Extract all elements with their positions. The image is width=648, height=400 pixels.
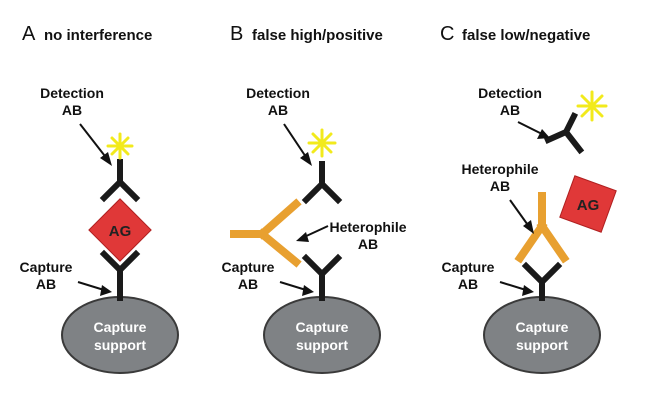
capture-support-c-label-1: Capture bbox=[516, 319, 569, 335]
detection-arrow-c bbox=[517, 121, 543, 135]
capture-label-c-1: Capture bbox=[442, 259, 495, 275]
capture-arrowhead-a bbox=[100, 285, 112, 296]
capture-arrowhead-c bbox=[522, 285, 534, 296]
detection-label-a-1: Detection bbox=[40, 85, 104, 101]
antigen-a-label: AG bbox=[109, 223, 132, 240]
capture-support-b-label-2: support bbox=[296, 337, 348, 353]
detection-arrowhead-b bbox=[300, 152, 312, 166]
detection-label-b-1: Detection bbox=[246, 85, 310, 101]
detection-label-b-2: AB bbox=[268, 102, 288, 118]
heterophile-label-c-1: Heterophile bbox=[461, 161, 538, 177]
capture-support-a bbox=[61, 296, 179, 374]
capture-support-c bbox=[483, 296, 601, 374]
capture-support-a-label-1: Capture bbox=[94, 319, 147, 335]
label-star-b bbox=[307, 128, 337, 158]
capture-support-b bbox=[263, 296, 381, 374]
heterophile-label-b-1: Heterophile bbox=[329, 219, 406, 235]
capture-arrow-c bbox=[499, 281, 527, 291]
antigen-c bbox=[559, 175, 617, 233]
label-star-a bbox=[106, 132, 134, 160]
capture-antibody-c bbox=[521, 261, 563, 301]
capture-antibody-b bbox=[301, 253, 343, 301]
heterophile-antibody-b bbox=[230, 198, 302, 268]
detection-label-c-2: AB bbox=[500, 102, 520, 118]
heterophile-arrowhead-c bbox=[523, 220, 534, 234]
capture-label-a-2: AB bbox=[36, 276, 56, 292]
panel-a-letter: A bbox=[22, 23, 36, 45]
capture-arrow-b bbox=[279, 281, 307, 291]
heterophile-label-b-2: AB bbox=[358, 236, 378, 252]
detection-arrow-a bbox=[79, 123, 109, 161]
detection-label-c-1: Detection bbox=[478, 85, 542, 101]
capture-support-a-label-2: support bbox=[94, 337, 146, 353]
capture-antibody-a bbox=[99, 249, 141, 301]
panel-c: C false low/negative Capture support AG … bbox=[440, 23, 617, 374]
detection-arrowhead-a bbox=[100, 152, 112, 166]
detection-arrowhead-c bbox=[537, 129, 550, 139]
detection-antibody-c bbox=[544, 111, 585, 155]
detection-label-a-2: AB bbox=[62, 102, 82, 118]
panel-a: A no interference Capture support AG Det… bbox=[20, 23, 179, 374]
capture-support-b-label-1: Capture bbox=[296, 319, 349, 335]
panel-b-title: false high/positive bbox=[252, 27, 383, 44]
heterophile-antibody-c bbox=[514, 192, 570, 264]
label-star-c bbox=[576, 90, 608, 122]
panel-c-letter: C bbox=[440, 23, 454, 45]
heterophile-label-c-2: AB bbox=[490, 178, 510, 194]
panel-a-title: no interference bbox=[44, 27, 152, 44]
capture-support-c-label-2: support bbox=[516, 337, 568, 353]
panel-c-title: false low/negative bbox=[462, 27, 590, 44]
capture-label-b-2: AB bbox=[238, 276, 258, 292]
capture-label-c-2: AB bbox=[458, 276, 478, 292]
antigen-a bbox=[88, 198, 152, 262]
detection-antibody-b bbox=[301, 161, 343, 205]
capture-arrow-a bbox=[77, 281, 105, 291]
heterophile-arrowhead-b bbox=[296, 232, 309, 242]
detection-antibody-a bbox=[99, 159, 141, 203]
capture-label-a-1: Capture bbox=[20, 259, 73, 275]
capture-label-b-1: Capture bbox=[222, 259, 275, 275]
antigen-c-label: AG bbox=[577, 197, 600, 214]
panel-b: B false high/positive Capture support De… bbox=[222, 23, 407, 374]
detection-arrow-b bbox=[283, 123, 309, 161]
capture-arrowhead-b bbox=[302, 285, 314, 296]
panel-b-letter: B bbox=[230, 23, 243, 45]
